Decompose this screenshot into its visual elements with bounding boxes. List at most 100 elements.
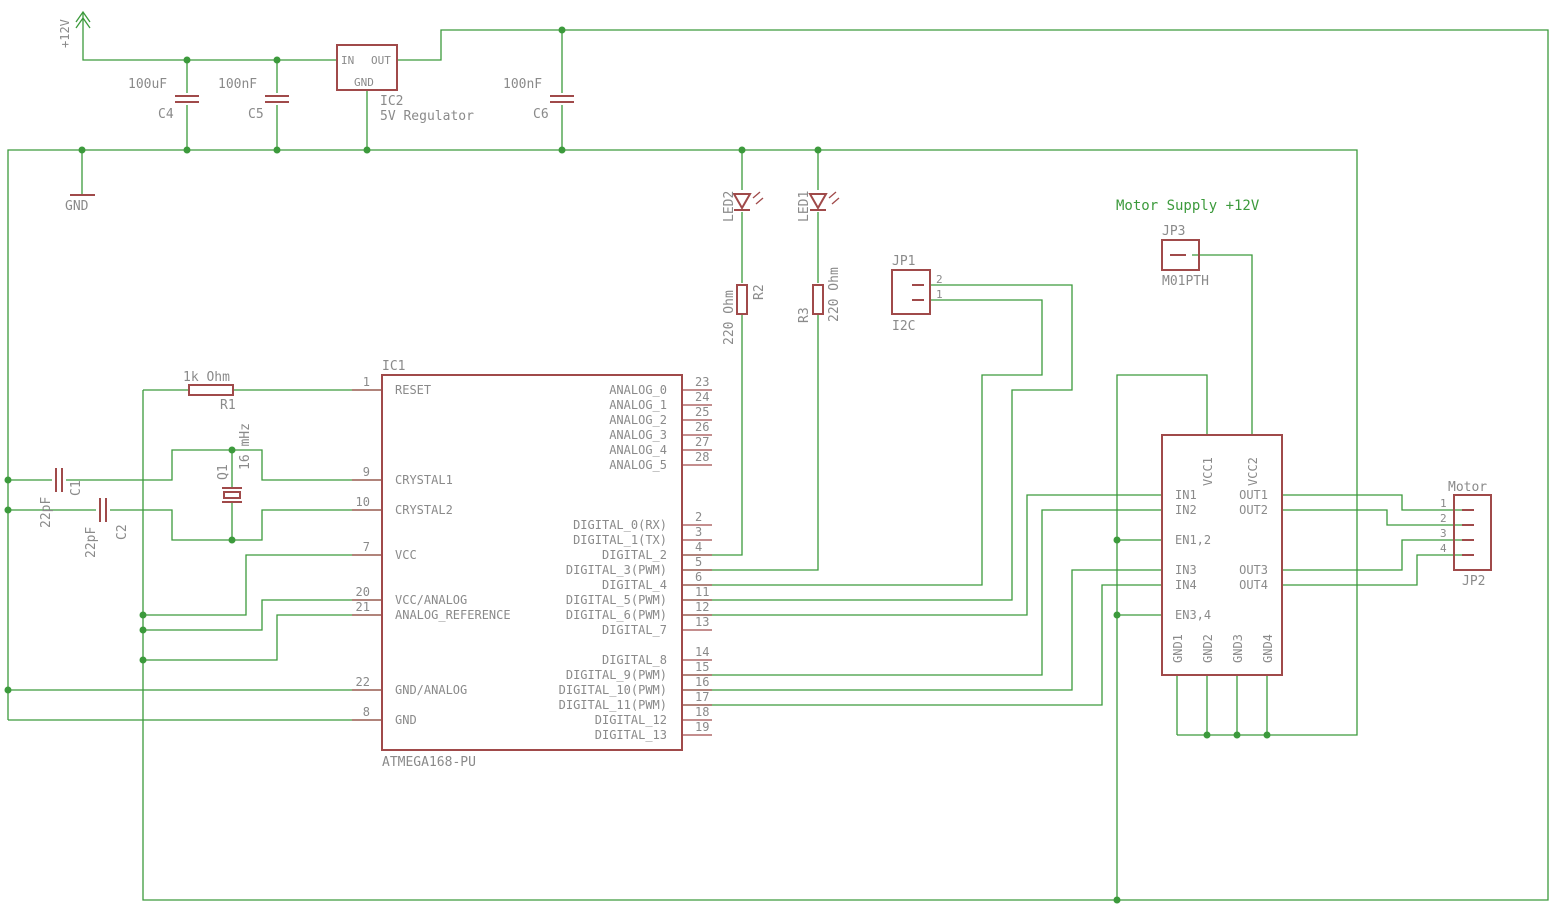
junction-dot (228, 536, 236, 544)
jp1-pin-2: 2 (936, 273, 943, 286)
regulator-pin-in: IN (341, 54, 354, 67)
ic1-pin-number: 24 (695, 390, 709, 404)
ic1-pin-number: 12 (695, 600, 709, 614)
ic1-pin-label: ANALOG_3 (609, 428, 667, 442)
driver-pin-label: IN2 (1175, 503, 1197, 517)
driver-pin-label: IN1 (1175, 488, 1197, 502)
c2-name: C2 (115, 524, 130, 540)
junction-dot (4, 476, 12, 484)
driver-pin-label: GND4 (1261, 634, 1275, 663)
ic1-pin-label: DIGITAL_0(RX) (573, 518, 667, 532)
jp2-pin-2: 2 (1440, 512, 1447, 525)
driver-pin-label: OUT3 (1239, 563, 1268, 577)
ic1-name: IC1 (382, 359, 405, 374)
ic1-pin-label: DIGITAL_7 (602, 623, 667, 637)
ic1-pin-label: VCC (395, 548, 417, 562)
header-jp2: Motor JP2 1 2 3 4 (1440, 480, 1492, 589)
resistor-r3: R3 220 Ohm (797, 267, 842, 323)
ic1-pin-number: 20 (356, 585, 370, 599)
regulator-pin-out: OUT (371, 54, 391, 67)
capacitor-c1: 22pF C1 (39, 468, 84, 528)
jp3-value: M01PTH (1162, 274, 1209, 289)
driver-pin-label: GND1 (1171, 634, 1185, 663)
regulator-ic2: IN OUT GND IC2 5V Regulator (336, 44, 474, 124)
regulator-value: 5V Regulator (380, 109, 474, 124)
driver-pin-label: OUT2 (1239, 503, 1268, 517)
ground-label: GND (65, 199, 89, 214)
jp1-value: I2C (892, 319, 915, 334)
junction-dot (1113, 536, 1121, 544)
jp1-name: JP1 (892, 254, 915, 269)
crystal-q1: Q1 16 mHz (216, 423, 253, 503)
ic1-pin-number: 8 (363, 705, 370, 719)
junction-dot (183, 146, 191, 154)
jp2-pin-1: 1 (1440, 497, 1447, 510)
r2-value: 220 Ohm (722, 290, 737, 345)
ic1-pin-label: CRYSTAL2 (395, 503, 453, 517)
ic1-pin-label: RESET (395, 383, 431, 397)
junction-dot (139, 656, 147, 664)
ic1-pin-label: ANALOG_REFERENCE (395, 608, 511, 622)
ic1-pin-label: DIGITAL_3(PWM) (566, 563, 667, 577)
ic1-pin-number: 16 (695, 675, 709, 689)
ic1-pin-number: 11 (695, 585, 709, 599)
junction-dot (273, 146, 281, 154)
r1-value: 1k Ohm (183, 370, 230, 385)
jp1-pin-1: 1 (936, 288, 943, 301)
ic1-pin-label: CRYSTAL1 (395, 473, 453, 487)
driver-pin-label: OUT1 (1239, 488, 1268, 502)
driver-pin-label: VCC1 (1201, 457, 1215, 486)
ic1-pin-label: ANALOG_0 (609, 383, 667, 397)
led1: LED1 (797, 191, 840, 222)
junction-dot (4, 686, 12, 694)
led1-name: LED1 (797, 191, 812, 222)
c5-value: 100nF (218, 77, 257, 92)
jp3-name: JP3 (1162, 224, 1185, 239)
driver-pin-label: OUT4 (1239, 578, 1268, 592)
ic1-pin-number: 9 (363, 465, 370, 479)
junction-dot (814, 146, 822, 154)
ic1-pin-number: 2 (695, 510, 702, 524)
driver-pin-label: IN3 (1175, 563, 1197, 577)
ground-symbol: GND (65, 194, 95, 214)
driver-pin-label: VCC2 (1246, 457, 1260, 486)
c4-value: 100uF (128, 77, 167, 92)
junction-dot (78, 146, 86, 154)
ic1-pin-label: DIGITAL_6(PWM) (566, 608, 667, 622)
ic1-pin-number: 13 (695, 615, 709, 629)
junction-dot (558, 26, 566, 34)
c4-name: C4 (158, 107, 174, 122)
junction-dot (738, 146, 746, 154)
ic1-pin-label: GND/ANALOG (395, 683, 467, 697)
junction-dots (4, 26, 1271, 904)
r2-name: R2 (752, 284, 767, 300)
ic1-pin-number: 28 (695, 450, 709, 464)
driver-pin-label: EN1,2 (1175, 533, 1211, 547)
junction-dot (139, 611, 147, 619)
c1-value: 22pF (39, 497, 54, 528)
jp2-name: JP2 (1462, 574, 1485, 589)
driver-pin-label: IN4 (1175, 578, 1197, 592)
jp2-pin-4: 4 (1440, 542, 1447, 555)
ic1-pin-number: 22 (356, 675, 370, 689)
led2-name: LED2 (722, 191, 737, 222)
ic1-pin-label: DIGITAL_13 (595, 728, 667, 742)
capacitor-c4: 100uF C4 (128, 77, 199, 122)
ic1-pin-label: DIGITAL_12 (595, 713, 667, 727)
ic1-pin-label: DIGITAL_11(PWM) (559, 698, 667, 712)
jp3-title: Motor Supply +12V (1116, 198, 1260, 214)
r1-name: R1 (220, 398, 236, 413)
ic1-pin-label: DIGITAL_2 (602, 548, 667, 562)
c1-name: C1 (69, 480, 84, 496)
ic1-pin-number: 18 (695, 705, 709, 719)
r3-value: 220 Ohm (827, 267, 842, 322)
led2: LED2 (722, 191, 764, 222)
microcontroller-ic1: IC1 ATMEGA168-PU 1RESET9CRYSTAL110CRYSTA… (352, 359, 712, 770)
resistor-r1: 1k Ohm R1 (183, 370, 236, 413)
regulator-name: IC2 (380, 94, 403, 109)
supply-label: +12V (58, 19, 72, 48)
junction-dot (1113, 896, 1121, 904)
ic1-pin-number: 1 (363, 375, 370, 389)
